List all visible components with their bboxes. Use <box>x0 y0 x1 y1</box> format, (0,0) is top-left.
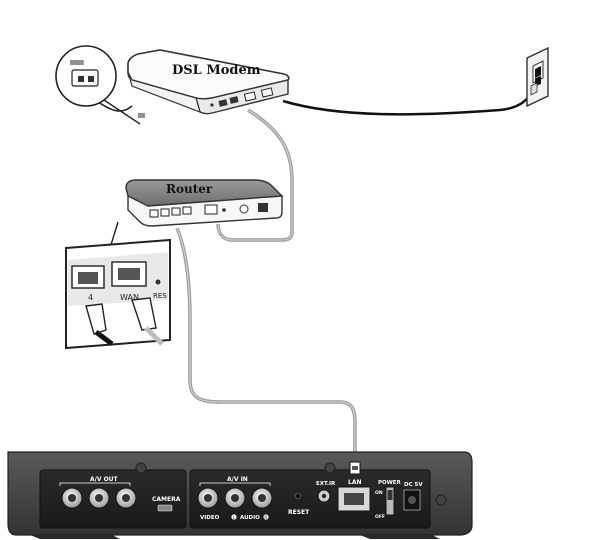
power-switch[interactable] <box>385 486 395 516</box>
ext-ir-label: EXT.IR <box>316 481 336 487</box>
audio-label: AUDIO <box>240 515 260 521</box>
av-in-label: A/V IN <box>227 476 248 483</box>
reset-button[interactable] <box>294 492 302 500</box>
phone-line-cable <box>282 87 537 116</box>
inset-port-wan-label: WAN <box>120 293 139 302</box>
dc5v-label: DC 5V <box>404 482 423 488</box>
power-off-label: OFF <box>375 514 385 520</box>
router: Router <box>125 179 284 227</box>
av-out-label: A/V OUT <box>90 476 119 483</box>
router-to-device-cable <box>175 227 357 462</box>
splitter-inset: ▒▒▒▒ ▒▒ <box>55 45 145 125</box>
audio-r-label: R <box>264 515 267 520</box>
dsl-modem: DSL Modem <box>127 49 290 115</box>
lan-label: LAN <box>348 479 362 486</box>
power-on-label: ON <box>375 490 383 496</box>
power-label: POWER <box>378 480 402 486</box>
wall-jack <box>526 46 549 108</box>
device-back-panel: A/V OUT CAMERA A/V IN VIDEO L AUDIO R RE… <box>7 451 473 539</box>
splitter-phone-label: ▒▒ <box>138 112 145 119</box>
audio-l-label: L <box>233 515 236 520</box>
modem-label: DSL Modem <box>172 63 261 78</box>
inset-port-res-label: RES <box>153 292 167 300</box>
inset-port-4-label: 4 <box>88 293 93 302</box>
splitter-line-label: ▒▒▒▒ <box>70 59 84 66</box>
video-label: VIDEO <box>200 515 220 521</box>
camera-port[interactable] <box>157 504 173 512</box>
reset-label: RESET <box>288 509 310 516</box>
camera-label: CAMERA <box>152 496 181 503</box>
router-label: Router <box>166 182 213 196</box>
router-lan-ports <box>149 204 218 218</box>
router-inset: 4 WAN RES <box>65 221 171 350</box>
